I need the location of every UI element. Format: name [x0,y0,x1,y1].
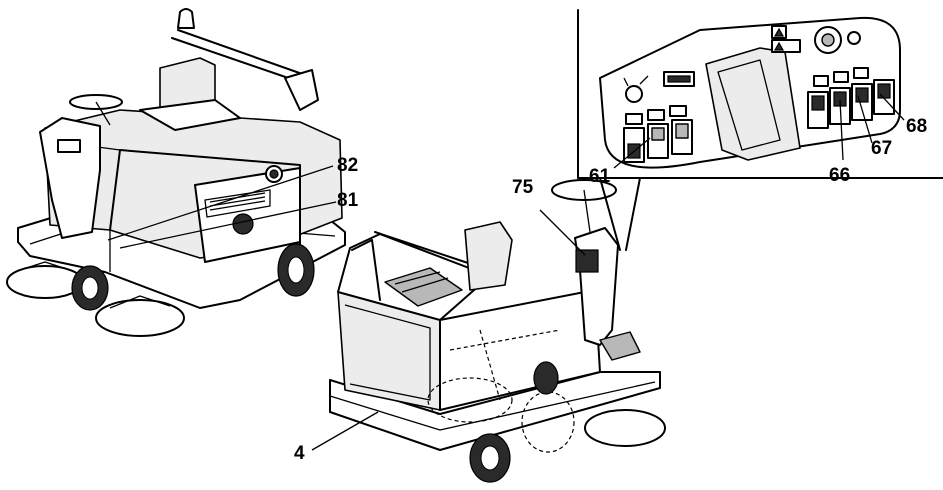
front-wheel [71,265,109,311]
machine-front-view [311,179,666,483]
callout-66: 66 [829,165,850,186]
storage-tray [705,47,801,161]
chassis-front [329,371,661,451]
seat-front [464,221,513,291]
callout-4: 4 [294,443,305,464]
key-switch-icon [625,85,643,103]
main-side-panel [439,289,601,411]
callout-75: 75 [512,177,534,198]
switch-group-66-68 [807,67,895,129]
side-brush-right [584,409,666,447]
beacon-light-left [177,8,195,29]
vent-grille-left [232,213,254,235]
control-panel-small [575,249,599,273]
callout-61: 61 [589,166,611,187]
callout-68: 68 [906,116,927,137]
callout-82: 82 [337,155,358,176]
front-wheel-right [469,433,511,483]
side-brush-front [95,299,185,337]
machine-rear-view [6,8,346,337]
callout-81: 81 [337,190,359,211]
rear-bumper [39,117,101,239]
detail-inset [577,9,943,251]
rear-wheel [277,243,315,297]
callout-67: 67 [871,138,892,159]
switch-group-61 [623,105,693,163]
side-brush-left [6,265,84,299]
vent-grille-right [533,361,559,395]
